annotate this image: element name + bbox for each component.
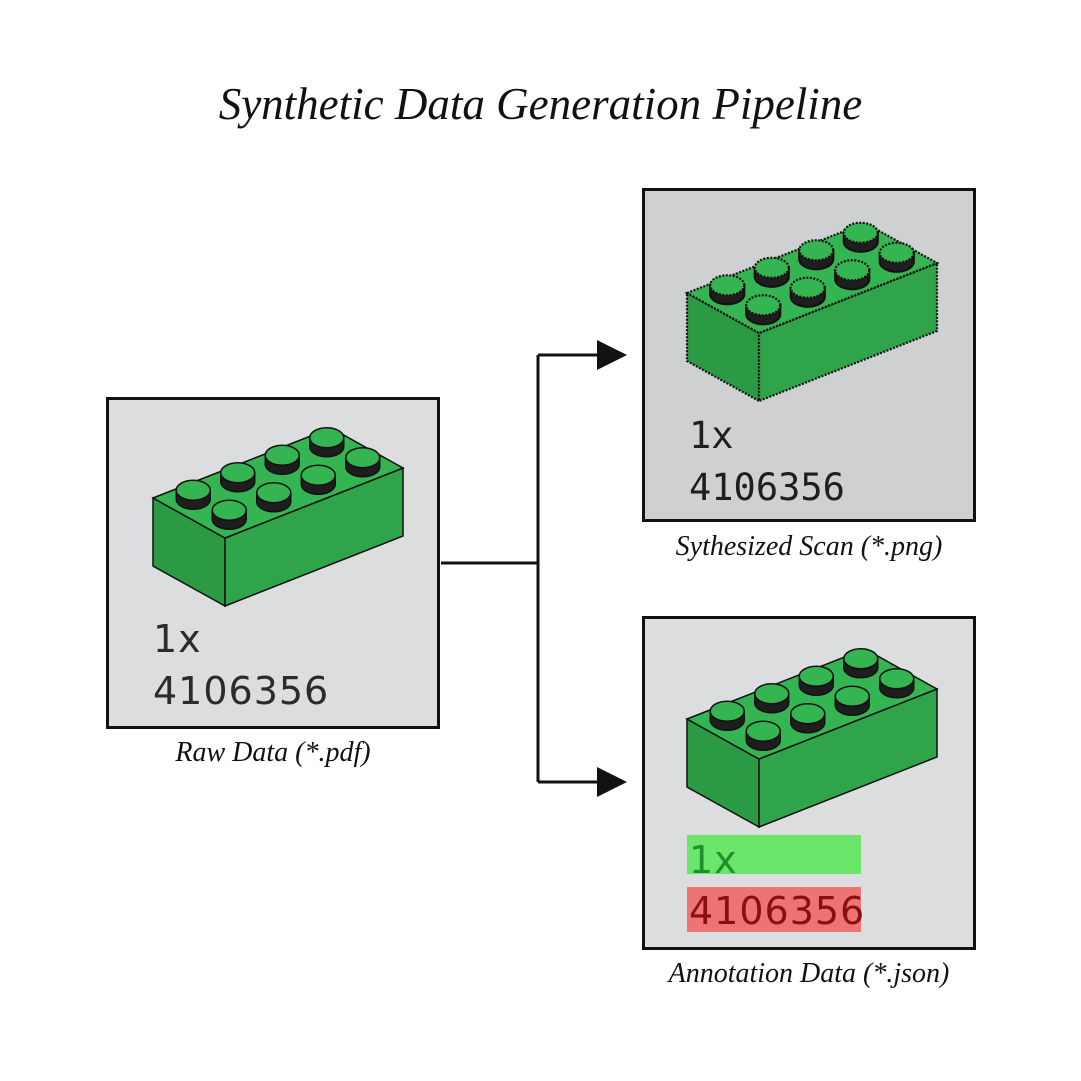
brick-stud — [798, 239, 835, 271]
brick-stud — [175, 479, 211, 510]
brick-stud — [842, 221, 879, 253]
raw-quantity-label: 1x — [153, 617, 202, 661]
brick-stud — [798, 665, 834, 696]
raw-data-caption: Raw Data (*.pdf) — [175, 737, 371, 768]
lego-brick-icon — [151, 427, 405, 608]
synthesized-scan-panel: 1x 4106356 — [642, 188, 976, 522]
brick-stud — [309, 427, 345, 458]
diagram-title: Synthetic Data Generation Pipeline — [218, 79, 863, 129]
annotation-part-id-label: 4106356 — [689, 889, 866, 933]
raw-data-panel: 1x 4106356 — [106, 397, 440, 729]
brick-stud — [789, 276, 826, 308]
part-id-bounding-box — [687, 887, 861, 932]
raw-part-id-label: 4106356 — [153, 669, 330, 713]
brick-stud — [709, 700, 745, 731]
brick-stud — [878, 241, 915, 273]
brick-stud — [790, 703, 826, 734]
synthesized-scan-caption: Sythesized Scan (*.png) — [675, 531, 943, 562]
quantity-bounding-box — [687, 835, 861, 874]
brick-stud — [220, 462, 256, 493]
brick-stud — [256, 482, 292, 513]
brick-stud — [211, 499, 247, 530]
brick-stud — [345, 447, 381, 478]
annotation-quantity-label: 1x — [689, 838, 738, 882]
annotation-data-caption: Annotation Data (*.json) — [668, 958, 950, 989]
brick-stud — [745, 294, 782, 326]
brick-stud — [745, 720, 781, 751]
brick-stud — [264, 444, 300, 475]
brick-stud — [753, 256, 790, 288]
brick-left-face — [685, 291, 761, 403]
brick-stud — [834, 259, 871, 291]
annotation-data-panel: 1x 4106356 — [642, 616, 976, 950]
brick-stud — [300, 464, 336, 495]
brick-stud — [834, 685, 870, 716]
lego-brick-icon — [685, 648, 939, 829]
scan-part-id-label: 4106356 — [689, 466, 845, 509]
lego-brick-icon — [684, 221, 940, 403]
brick-stud — [879, 668, 915, 699]
brick-stud — [754, 683, 790, 714]
brick-stud — [843, 648, 879, 679]
scan-quantity-label: 1x — [689, 414, 734, 457]
brick-stud — [709, 274, 746, 306]
